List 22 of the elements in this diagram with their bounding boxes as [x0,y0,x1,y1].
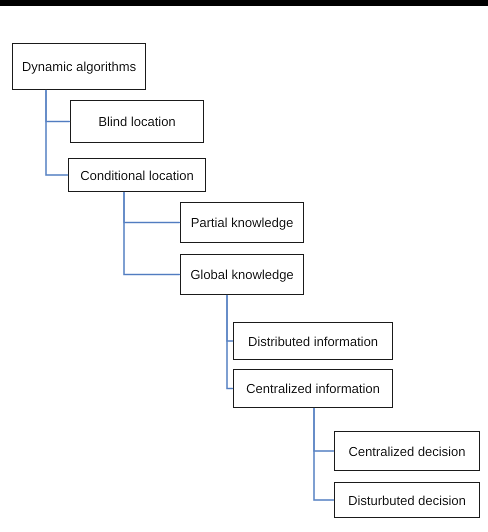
box-label: Blind location [98,114,176,129]
category-box [180,202,304,243]
category-box [180,254,304,295]
connector-line [313,408,334,501]
category-box [12,43,146,90]
box-label: Centralized decision [348,444,466,458]
box-label: Disturbuted decision [348,492,466,508]
connector-line [123,192,180,276]
box-label: Distributed information [248,334,378,348]
connector-line [45,90,68,176]
box-label: Conditional location [80,168,194,182]
category-box [233,322,393,360]
category-box [233,369,393,408]
box-label: Global knowledge [190,267,294,282]
category-box [68,158,206,192]
category-box [334,482,480,518]
box-label: Centralized information [246,381,380,396]
box-label: Partial knowledge [190,215,294,230]
connector-line [226,295,233,390]
box-label: Dynamic algorithms [22,59,136,74]
category-box [70,100,204,143]
category-box [334,431,480,471]
